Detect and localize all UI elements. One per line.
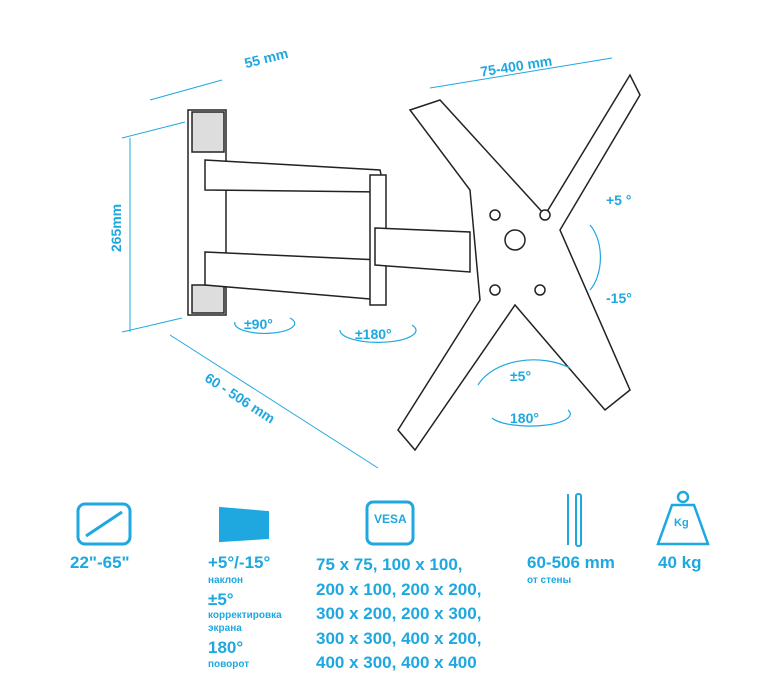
- vesa-icon-label: VESA: [374, 512, 407, 526]
- weight-icon-label: Kg: [674, 517, 689, 529]
- tilt-down-label: -15°: [606, 290, 632, 306]
- vesa-line: 300 x 200, 200 x 300,: [316, 604, 482, 623]
- vesa-line: 200 x 100, 200 x 200,: [316, 579, 482, 599]
- vesa-line: 75 x 75, 100 x 100,: [316, 555, 463, 574]
- rotate-label-bottom: поворот: [208, 659, 250, 670]
- rotate-label: 180°: [510, 410, 539, 426]
- level-value: ±5°: [208, 590, 234, 609]
- tilt-label: наклон: [208, 575, 244, 586]
- vesa-line: 300 x 300, 400 x 200,: [316, 628, 482, 648]
- level-label: ±5°: [510, 368, 532, 384]
- distance-label: от стены: [527, 575, 572, 586]
- tilt-value: +5°/-15°: [208, 553, 271, 572]
- swivel-arm-label: ±180°: [355, 326, 392, 342]
- arm: [204, 159, 471, 306]
- vesa-list: 75 x 75, 100 x 100, 200 x 100, 200 x 200…: [316, 553, 481, 676]
- swivel-wall-label: ±90°: [244, 316, 273, 332]
- rotate-value: 180°: [208, 638, 244, 657]
- dimension-lines: [121, 57, 613, 469]
- distance-value: 60-506 mm: [527, 553, 615, 572]
- load-value: 40 kg: [658, 553, 702, 572]
- vesa-plate: [397, 73, 641, 452]
- tilt-up-label: +5 °: [606, 192, 632, 208]
- level-label-2: экрана: [208, 623, 242, 634]
- rotation-arrows: [234, 224, 601, 427]
- level-label-1: корректировка: [208, 610, 282, 621]
- vesa-line: 400 x 300, 400 x 400: [316, 653, 477, 672]
- size-value: 22"-65": [70, 553, 130, 572]
- height-label: 265mm: [108, 203, 125, 253]
